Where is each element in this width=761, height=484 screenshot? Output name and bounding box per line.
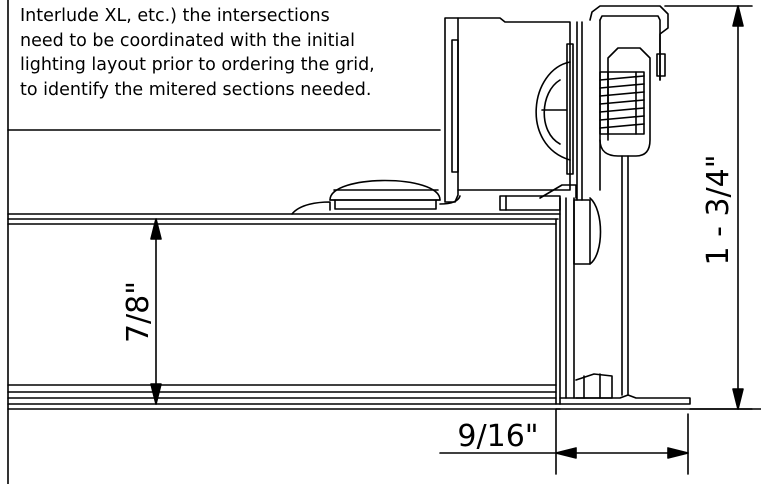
hanger-clip bbox=[589, 5, 669, 396]
note-line: to identify the mitered sections needed. bbox=[20, 79, 372, 100]
note-line: Interlude XL, etc.) the intersections bbox=[20, 6, 330, 26]
overall-height-label: 1 - 3/4" bbox=[701, 154, 736, 265]
grid-tee-profile bbox=[7, 213, 561, 410]
face-width-label: 9/16" bbox=[457, 419, 538, 454]
flange-height-dimension bbox=[150, 218, 162, 405]
threaded-stud bbox=[599, 71, 645, 135]
channel-panel bbox=[559, 197, 691, 405]
note-line: need to be coordinated with the initial bbox=[20, 30, 355, 51]
face-width-dimension bbox=[439, 408, 689, 475]
overall-height-dimension bbox=[664, 5, 753, 410]
pan-head-screw bbox=[291, 179, 461, 215]
flange-height-label: 7/8" bbox=[121, 281, 156, 343]
side-screw-head bbox=[535, 61, 571, 161]
note-line: lighting layout prior to ordering the gr… bbox=[20, 55, 375, 75]
clip-housing bbox=[444, 17, 583, 211]
installation-note: Interlude XL, etc.) the intersections ne… bbox=[20, 4, 375, 102]
